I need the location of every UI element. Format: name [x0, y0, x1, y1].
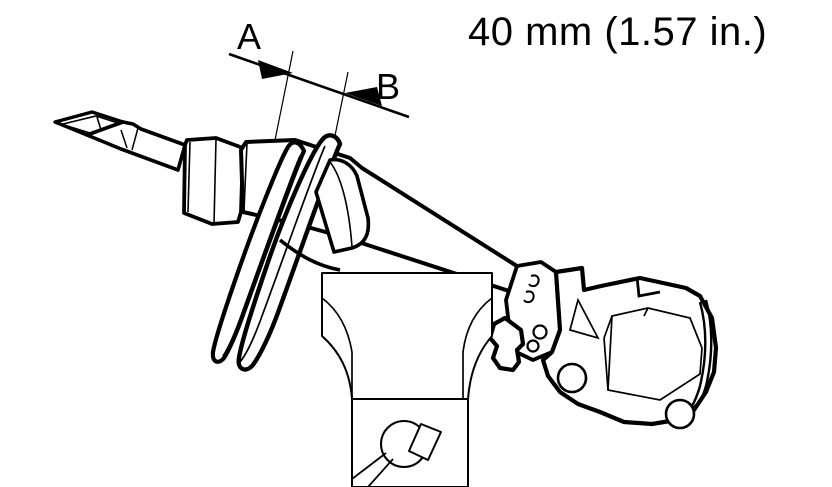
- spring-seat-plate-rear: [210, 140, 307, 364]
- piston-rod-shade: [120, 127, 139, 151]
- vise-jaw-fillets: [321, 297, 493, 399]
- bracket-bolt-holes: [556, 362, 696, 430]
- bracket-hook-profile: [487, 315, 526, 373]
- clamp-shank-lines: [351, 452, 394, 487]
- point-b-label: B: [376, 66, 401, 107]
- dimension-arrow-line: [228, 52, 410, 119]
- dust-cover-collar-detail: [187, 138, 217, 225]
- arrowhead-a: [258, 60, 293, 79]
- strut-tube-shoulder: [278, 238, 341, 272]
- spring-seat-plate-seam: [222, 145, 326, 363]
- spring-seat-hub: [314, 157, 371, 254]
- bracket-bolt-hole-lower: [664, 398, 696, 430]
- bracket-bolt-hole-upper: [556, 362, 588, 394]
- dust-cover-collar: [182, 136, 245, 226]
- dimension-value-text: 40 mm (1.57 in.): [468, 10, 768, 54]
- bracket-top-step: [580, 267, 661, 298]
- piston-rod-tip-detail: [62, 115, 119, 134]
- spring-seat-hub-detail: [329, 161, 353, 248]
- flange-hole-1: [532, 324, 548, 340]
- piston-rod: [85, 120, 187, 172]
- arrowhead-b: [345, 87, 382, 106]
- bracket-flange-slots: [523, 274, 540, 304]
- bracket-recess-facets: [568, 297, 703, 401]
- point-a-label: A: [237, 16, 262, 57]
- flange-hole-2: [526, 339, 540, 353]
- strut-tube-shading: [243, 142, 248, 211]
- clamp-washer-tab: [408, 423, 442, 461]
